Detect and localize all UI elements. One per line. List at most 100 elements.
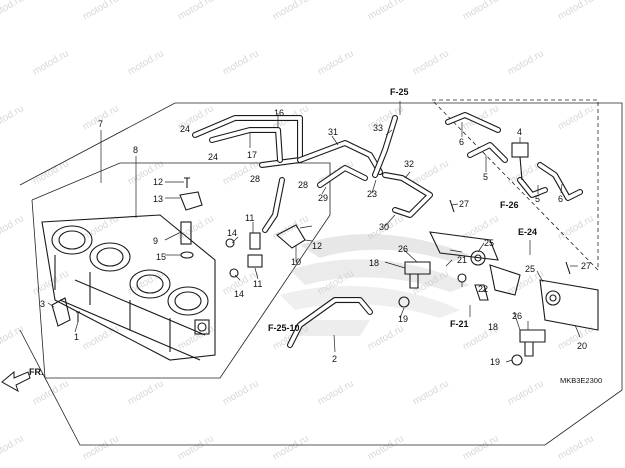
valve-11b-icon (247, 254, 263, 268)
watermark-text: motod.ru (271, 0, 311, 23)
callout-5a: 5 (483, 172, 488, 182)
callout-6b: 6 (558, 194, 563, 204)
watermark-text: motod.ru (176, 433, 216, 462)
watermark-text: motod.ru (556, 0, 596, 23)
watermark-text: motod.ru (366, 323, 406, 352)
sensor-3-icon (51, 297, 71, 327)
callout-14b: 14 (234, 289, 244, 299)
fuel-rail-left (404, 231, 499, 289)
callout-32: 32 (404, 159, 414, 169)
ref-f-25-10: F-25-10 (268, 323, 300, 333)
watermark-text: motod.ru (506, 378, 546, 407)
callout-1: 1 (74, 332, 79, 342)
watermark-text: motod.ru (411, 378, 451, 407)
watermark-text: motod.ru (0, 213, 26, 242)
callout-27a: 27 (459, 199, 469, 209)
watermark-text: motod.ru (506, 48, 546, 77)
fuel-rail-right (519, 279, 599, 357)
callout-15: 15 (156, 252, 166, 262)
watermark-text: motod.ru (461, 0, 501, 23)
honda-wing-decal (280, 234, 470, 336)
front-direction-label: FR. (29, 367, 44, 377)
clamp-14b-icon (229, 268, 239, 278)
screw-1-icon (76, 311, 80, 322)
callout-31: 31 (328, 127, 338, 137)
callout-28b: 28 (298, 180, 308, 190)
callout-12b: 12 (312, 241, 322, 251)
watermark-text: motod.ru (0, 323, 26, 352)
ref-f-25: F-25 (390, 87, 409, 97)
watermark-text: motod.ru (461, 213, 501, 242)
throttle-body-assembly (41, 214, 216, 361)
callout-26a: 26 (398, 244, 408, 254)
watermark-text: motod.ru (221, 378, 261, 407)
callout-24a: 24 (180, 124, 190, 134)
leader-lines (47, 101, 581, 363)
callout-14a: 14 (227, 228, 237, 238)
watermark-text: motod.ru (366, 0, 406, 23)
watermark-text: motod.ru (126, 48, 166, 77)
watermark-text: motod.ru (126, 378, 166, 407)
callout-7: 7 (98, 119, 103, 129)
callout-5b: 5 (535, 194, 540, 204)
callout-16: 16 (274, 108, 284, 118)
drawing-code: MKB3E2300 (560, 376, 602, 385)
hoses (192, 112, 583, 348)
watermark-text: motod.ru (126, 268, 166, 297)
watermark-text: motod.ru (221, 48, 261, 77)
callout-20: 20 (577, 341, 587, 351)
callout-30: 30 (379, 222, 389, 232)
throttle-body-subframe (31, 162, 331, 379)
valve-11a-icon (249, 232, 261, 250)
callout-24b: 24 (208, 152, 218, 162)
callout-13: 13 (153, 194, 163, 204)
callout-25a: 25 (484, 238, 494, 248)
watermark-text: motod.ru (176, 213, 216, 242)
watermark-text: motod.ru (31, 378, 71, 407)
ref-f-26: F-26 (500, 200, 519, 210)
callout-22: 22 (478, 284, 488, 294)
watermark-text: motod.ru (556, 433, 596, 462)
frames (19, 99, 623, 446)
callout-27b: 27 (581, 261, 591, 271)
callout-23: 23 (367, 189, 377, 199)
watermark-text: motod.ru (176, 0, 216, 23)
callout-12a: 12 (153, 177, 163, 187)
ref-f-21: F-21 (450, 319, 469, 329)
watermark-text: motod.ru (81, 433, 121, 462)
watermark-text: motod.ru (31, 48, 71, 77)
watermark-text: motod.ru (556, 103, 596, 132)
callout-21: 21 (457, 255, 467, 265)
callout-6a: 6 (459, 137, 464, 147)
callout-19a: 19 (398, 314, 408, 324)
front-direction-arrow (1, 370, 31, 393)
clamp-14a-icon (225, 238, 235, 248)
watermark-text: motod.ru (271, 433, 311, 462)
watermark-text: motod.ru (0, 103, 26, 132)
bolt-12-icon (184, 177, 190, 188)
callout-11a: 11 (245, 213, 254, 223)
callout-19b: 19 (490, 357, 500, 367)
callout-33: 33 (373, 123, 383, 133)
callout-9: 9 (153, 236, 158, 246)
callout-25b: 25 (525, 264, 535, 274)
fuel-joints (398, 199, 571, 366)
watermark-text: motod.ru (0, 0, 26, 23)
callout-4: 4 (517, 127, 522, 137)
callout-26b: 26 (512, 311, 522, 321)
watermark-text: motod.ru (316, 378, 356, 407)
main-frame-outline (19, 102, 623, 446)
callout-11b: 11 (253, 279, 262, 289)
callout-3: 3 (40, 299, 45, 309)
watermark-text: motod.ru (461, 433, 501, 462)
callout-29: 29 (318, 193, 328, 203)
ref-e-24: E-24 (518, 227, 537, 237)
watermark-text: motod.ru (176, 323, 216, 352)
watermark-text: motod.ru (411, 158, 451, 187)
watermark-text: motod.ru (556, 213, 596, 242)
callout-18b: 18 (488, 322, 498, 332)
watermark-text: motod.ru (366, 433, 406, 462)
callout-10: 10 (291, 257, 301, 267)
